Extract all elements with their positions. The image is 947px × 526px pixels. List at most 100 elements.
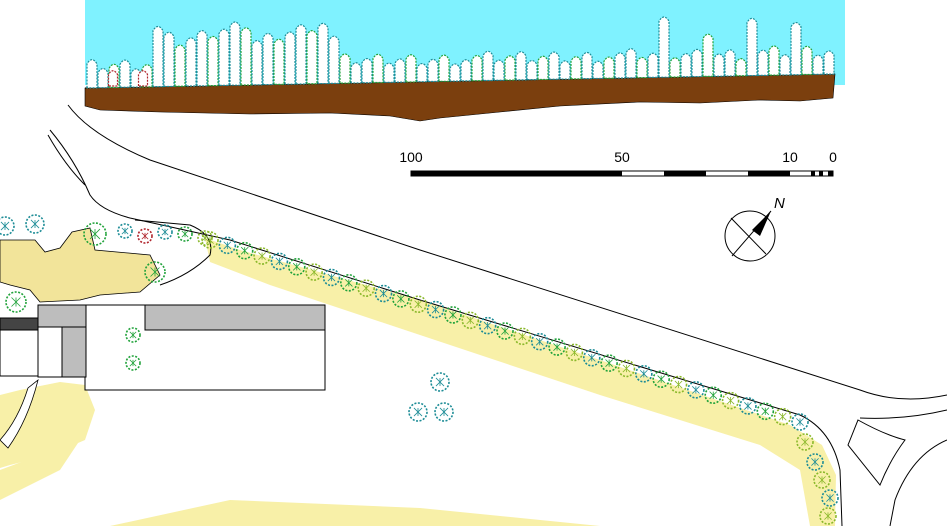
north-arrow-icon: N [724,195,785,262]
scale-seg-1 [411,171,622,176]
path-drive [134,219,212,286]
scale-label-0: 0 [829,149,837,165]
tree-symbol-icon [702,33,714,77]
tree-symbol-icon [0,216,15,236]
tree-symbol-icon [669,57,681,78]
tree-symbol-icon [461,311,480,330]
elevation-vegetation [86,16,835,89]
tree-symbol-icon [434,402,454,422]
tree-symbol-icon [756,402,775,421]
road-island-right [847,419,906,486]
tree-symbol-icon [581,51,593,80]
tree-symbol-icon [317,22,329,85]
road-curve-inner [47,134,86,186]
tree-symbol-icon [430,372,450,392]
road-edge-right [859,409,947,419]
tree-symbol-icon [548,338,566,356]
plan-view [0,104,947,526]
scale-seg-5 [819,171,823,176]
tree-symbol-icon [322,268,341,287]
tree-symbol-icon [735,58,747,77]
tree-symbol-icon [548,51,560,80]
tree-symbol-icon [565,343,584,362]
tree-symbol-icon [117,223,133,239]
tree-symbol-icon [791,413,809,431]
tree-symbol-icon [83,222,107,246]
tree-symbol-icon [493,59,505,81]
tree-symbol-icon [773,407,792,426]
tree-symbol-icon [478,316,497,335]
tree-symbol-icon [746,17,758,77]
tree-symbol-icon [515,51,527,81]
road-edge-mid [49,129,843,526]
tree-symbol-icon [374,284,393,303]
tree-symbol-icon [449,63,461,82]
tree-symbol-icon [218,236,237,255]
tree-symbol-icon [125,355,141,371]
scale-seg-4 [811,171,815,176]
tree-symbol-icon [119,59,131,88]
scale-seg-2 [664,171,706,176]
tree-symbol-icon [537,55,549,81]
tree-symbol-icon [235,241,254,260]
tree-symbol-icon [592,60,604,80]
tree-symbol-icon [357,279,375,297]
tree-symbol-icon [768,45,780,76]
tree-symbol-icon [328,35,340,84]
tree-symbol-icon [617,359,636,378]
tree-symbol-icon [350,62,362,84]
scale-bar: 100 50 10 0 [399,149,837,177]
tree-symbol-icon [526,59,538,81]
tree-symbol-icon [137,70,149,87]
tree-symbol-icon [262,32,274,86]
tree-symbol-icon [177,226,193,242]
tree-symbol-icon [416,62,428,83]
tree-symbol-icon [625,48,637,79]
tree-symbol-icon [812,54,824,75]
building-entry-dark [0,317,39,331]
tree-symbol-icon [125,327,141,343]
tree-symbol-icon [724,49,736,77]
tree-symbol-icon [801,45,813,76]
tree-symbol-icon [713,53,725,77]
tree-symbol-icon [636,56,648,79]
tree-symbol-icon [460,59,472,82]
tree-symbol-icon [383,62,395,83]
tree-symbol-icon [253,247,271,265]
tree-symbol-icon [721,391,740,410]
plan-vegetation [0,214,839,525]
north-label: N [774,195,785,212]
tree-symbol-icon [218,28,230,87]
scale-seg-3 [748,171,790,176]
tree-symbol-icon [647,52,659,78]
tree-symbol-icon [144,261,166,283]
tree-symbol-icon [361,57,373,84]
tree-symbol-icon [392,290,410,308]
tree-symbol-icon [185,37,197,87]
tree-symbol-icon [270,252,289,271]
tree-symbol-icon [821,489,839,507]
tree-symbol-icon [197,230,213,246]
tree-symbol-icon [229,21,241,86]
tree-symbol-icon [157,224,173,240]
tree-symbol-icon [757,49,769,76]
scale-label-10: 10 [782,149,798,165]
tree-symbol-icon [444,306,462,324]
tree-symbol-icon [5,291,27,313]
building-core-dark [61,326,87,378]
tree-symbol-icon [405,54,417,83]
scale-label-100: 100 [399,149,423,165]
tree-symbol-icon [426,300,445,319]
tree-symbol-icon [559,60,571,80]
tree-symbol-icon [137,228,153,244]
tree-symbol-icon [652,370,670,388]
tree-symbol-icon [240,27,252,86]
tree-symbol-icon [658,16,670,78]
soil-band [84,73,836,122]
tree-symbol-icon [251,40,263,86]
tree-symbol-icon [739,397,757,415]
tree-symbol-icon [306,30,318,85]
tree-symbol-icon [409,295,428,314]
tree-symbol-icon [806,453,824,471]
tree-symbol-icon [207,35,219,87]
